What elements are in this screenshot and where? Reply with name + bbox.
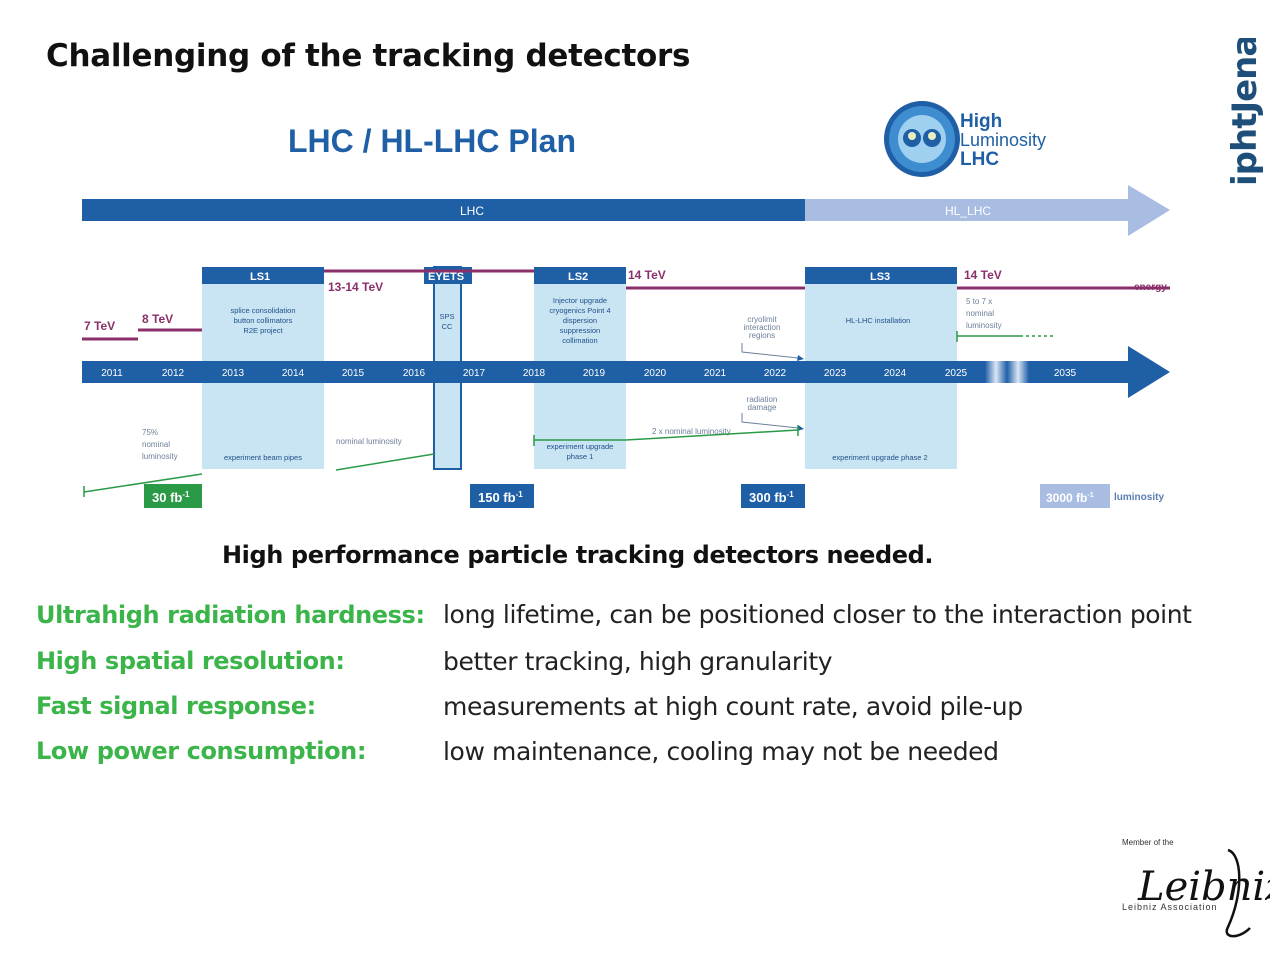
leibniz-member-text: Member of the [1122,838,1174,847]
lumi-box-3000 [1040,484,1110,508]
ls1-desc-1: splice consolidation [230,306,295,315]
hl-lhc-phase-arrow [805,185,1170,236]
lhc-plan-diagram: LHC / HL-LHC Plan High Luminosity LHC LH… [82,101,1170,508]
note-cryolimit-2: interaction [744,323,781,332]
requirement-label-spatial: High spatial resolution: [36,647,345,675]
note-lumi75-2: nominal [142,440,170,449]
ls2-desc-2: cryogenics Point 4 [549,306,610,315]
year-label-2016: 2016 [403,368,426,379]
energy-7tev: 7 TeV [84,319,115,333]
energy-14tev-a: 14 TeV [628,268,666,282]
requirement-label-radiation: Ultrahigh radiation hardness: [36,601,425,629]
ls2-desc-4: suppression [560,326,600,335]
year-label-2017: 2017 [463,368,486,379]
note-radiation-1: radiation [747,395,778,404]
year-label-2035: 2035 [1054,368,1077,379]
ls2-desc-5: collimation [562,336,597,345]
year-label-2014: 2014 [282,368,305,379]
ls3-label: LS3 [870,271,890,283]
requirement-label-fast: Fast signal response: [36,692,316,720]
leibniz-association-logo: Member of the Leibniz Leibniz Associatio… [1122,838,1270,938]
year-label-2018: 2018 [523,368,546,379]
energy-8tev: 8 TeV [142,312,173,326]
lumi-3000: 3000 fb-1 [1046,491,1094,505]
ls3-desc-1: HL-LHC installation [846,316,911,325]
year-label-2020: 2020 [644,368,667,379]
lumi-300: 300 fb-1 [749,490,794,505]
note-two-x-nominal: 2 x nominal luminosity [652,427,731,436]
ls1-label: LS1 [250,271,270,283]
lumi-box-30 [144,484,202,508]
ls1-bottom: experiment beam pipes [224,453,302,462]
slide-title: Challenging of the tracking detectors [46,38,691,74]
leibniz-signature: Leibniz [1137,864,1270,910]
lhc-phase-label: LHC [460,204,484,218]
ls2-label: LS2 [568,271,588,283]
note-cryolimit-3: regions [749,331,775,340]
year-label-2025: 2025 [945,368,968,379]
year-label-2022: 2022 [764,368,787,379]
needed-statement: High performance particle tracking detec… [222,541,934,569]
hl-logo-line3: LHC [960,149,999,170]
lhc-phase-bar [82,199,805,221]
ipht-jena-logo: iphtJena [1226,38,1265,186]
luminosity-label: luminosity [1114,492,1164,503]
note-lumi75-1: 75% [142,428,158,437]
requirement-desc-radiation: long lifetime, can be positioned closer … [443,600,1192,629]
note-lumi-5to7-3: luminosity [966,321,1002,330]
ls2-bottom-2: phase 1 [567,452,594,461]
year-label-2015: 2015 [342,368,365,379]
energy-14tev-b: 14 TeV [964,268,1002,282]
ls3-bottom: experiment upgrade phase 2 [832,453,927,462]
ls2-bottom-1: experiment upgrade [547,442,614,451]
requirement-label-power: Low power consumption: [36,737,367,765]
year-label-2013: 2013 [222,368,245,379]
lumi-150: 150 fb-1 [478,490,523,505]
hl-lhc-phase-label: HL_LHC [945,204,991,218]
note-cryolimit-1: cryolimit [747,315,777,324]
requirement-desc-power: low maintenance, cooling may not be need… [443,737,999,766]
lumi-box-300 [741,484,805,508]
eyets-desc-1: SPS [439,312,454,321]
hl-logo-line2: Luminosity [960,130,1046,150]
note-lumi-5to7-1: 5 to 7 x [966,297,992,306]
lumi-box-150 [470,484,534,508]
year-label-2019: 2019 [583,368,606,379]
requirement-desc-fast: measurements at high count rate, avoid p… [443,692,1023,721]
year-bar [82,361,1130,383]
leibniz-association-text: Leibniz Association [1122,902,1218,912]
ls1-desc-2: button collimators [234,316,293,325]
year-label-2023: 2023 [824,368,847,379]
diagram-heading: LHC / HL-LHC Plan [288,123,576,159]
note-lumi75-3: luminosity [142,452,178,461]
year-label-2021: 2021 [704,368,727,379]
year-arrow-head [1128,346,1170,398]
ipht-jena-logo-text: iphtJena [1226,38,1265,186]
hl-logo-line1: High [960,111,1002,132]
ls1-desc-3: R2E project [243,326,283,335]
hl-lhc-logo: High Luminosity LHC [884,101,1046,177]
note-radiation-2: damage [748,403,777,412]
year-label-2012: 2012 [162,368,185,379]
lumi-30: 30 fb-1 [152,490,190,505]
ls2-desc-3: dispersion [563,316,597,325]
energy-label: energy [1134,282,1167,293]
energy-13-14tev: 13-14 TeV [328,280,383,294]
eyets-desc-2: CC [442,322,453,331]
note-lumi-5to7-2: nominal [966,309,994,318]
ls2-desc-1: Injector upgrade [553,296,607,305]
year-label-2011: 2011 [101,368,123,379]
energy-line [82,269,1170,341]
note-nominal-lumi: nominal luminosity [336,437,402,446]
year-label-2024: 2024 [884,368,907,379]
requirement-desc-spatial: better tracking, high granularity [443,647,833,676]
eyets-label: EYETS [428,271,464,283]
